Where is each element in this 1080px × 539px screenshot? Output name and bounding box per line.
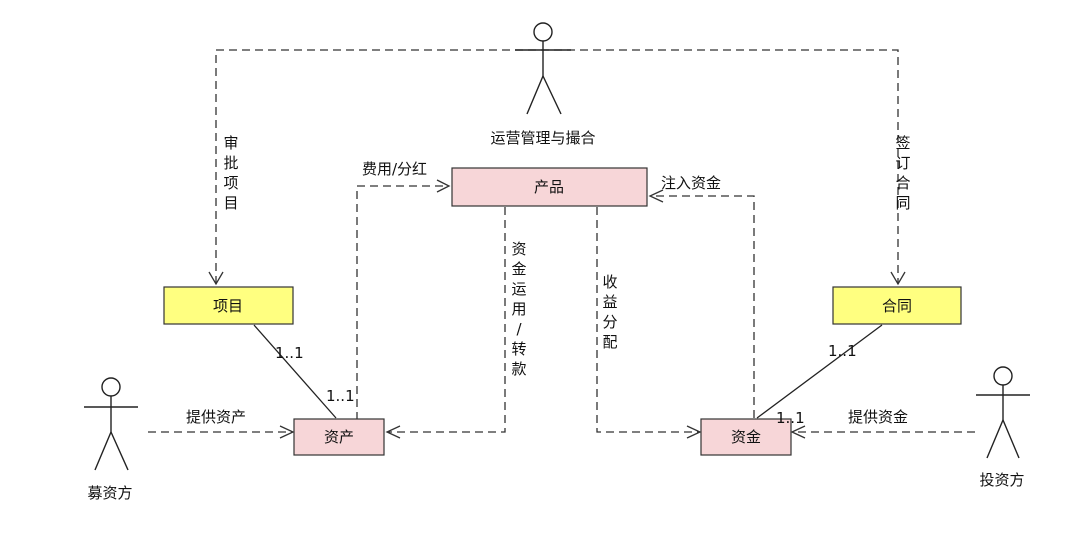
- contract-label: 合同: [882, 297, 912, 315]
- revenue-line: [596, 207, 699, 433]
- fund-use-label: 资金运用/转款: [511, 240, 526, 378]
- fundraiser-label: 募资方: [87, 484, 132, 502]
- product-box[interactable]: 产品: [451, 167, 648, 207]
- investor-label: 投资方: [979, 471, 1024, 489]
- sign-contract-label: 签订合同: [895, 134, 910, 212]
- product-label: 产品: [534, 178, 564, 196]
- operator-label: 运营管理与撮合: [490, 129, 595, 147]
- inject-fund-arrowhead: [648, 189, 664, 203]
- contract-multiplicity: 1..1: [828, 342, 857, 360]
- asset-multiplicity: 1..1: [326, 387, 355, 405]
- fundraiser-actor[interactable]: [84, 377, 138, 471]
- asset-box[interactable]: 资产: [293, 418, 385, 456]
- approve-project-line: [215, 49, 899, 284]
- contract-fund-association: [756, 324, 883, 419]
- fee-dividend-label: 费用/分红: [362, 160, 427, 178]
- project-asset-association: [253, 324, 337, 419]
- revenue-distribution-label: 收益分配: [602, 273, 617, 351]
- approve-project-label: 审批项目: [223, 134, 238, 212]
- revenue-arrowhead: [686, 425, 702, 439]
- inject-fund-line: [651, 195, 755, 418]
- fund-use-arrowhead: [385, 425, 401, 439]
- fund-label: 资金: [731, 428, 761, 446]
- approve-project-arrowhead: [208, 271, 224, 286]
- inject-fund-label: 注入资金: [661, 174, 721, 192]
- operator-actor[interactable]: [515, 22, 571, 115]
- project-box[interactable]: 项目: [163, 286, 294, 325]
- asset-label: 资产: [324, 428, 354, 446]
- project-label: 项目: [213, 297, 243, 315]
- provide-asset-arrowhead: [279, 425, 295, 439]
- fund-use-line: [388, 207, 506, 433]
- provide-asset-label: 提供资产: [186, 408, 246, 426]
- fund-multiplicity: 1..1: [776, 409, 805, 427]
- fund-box[interactable]: 资金: [700, 418, 792, 456]
- contract-box[interactable]: 合同: [832, 286, 962, 325]
- provide-fund-label: 提供资金: [848, 408, 908, 426]
- investor-actor[interactable]: [976, 366, 1030, 459]
- fee-dividend-arrowhead: [436, 179, 451, 193]
- project-multiplicity: 1..1: [275, 344, 304, 362]
- provide-fund-arrowhead: [790, 425, 806, 439]
- sign-contract-arrowhead: [890, 271, 906, 286]
- fee-dividend-line: [356, 185, 448, 420]
